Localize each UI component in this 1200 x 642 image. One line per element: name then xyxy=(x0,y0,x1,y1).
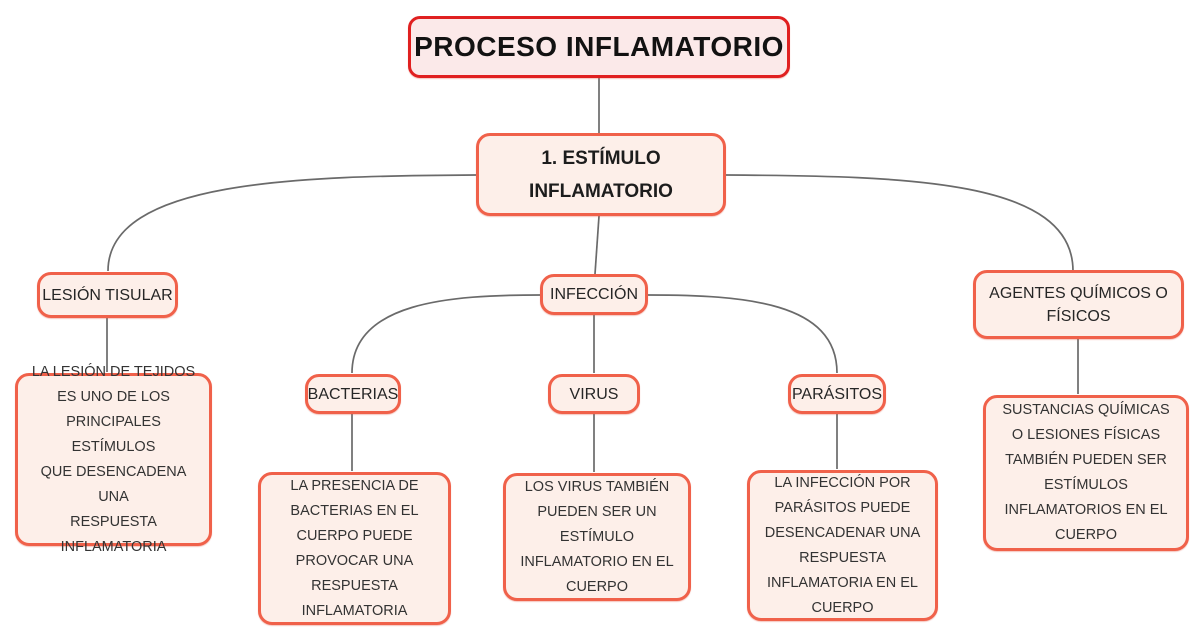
node-virus: VIRUS xyxy=(548,374,640,414)
node-agentes-quimicos-fisicos: AGENTES QUÍMICOS O FÍSICOS xyxy=(973,270,1184,339)
node-lesion-tisular: LESIÓN TISULAR xyxy=(37,272,178,318)
desc-agentes-quimicos-fisicos: SUSTANCIAS QUÍMICAS O LESIONES FÍSICAS T… xyxy=(983,395,1189,551)
desc-lesion-tisular: LA LESIÓN DE TEJIDOS ES UNO DE LOS PRINC… xyxy=(15,364,212,555)
node-infeccion: INFECCIÓN xyxy=(540,274,648,315)
node-bacterias: BACTERIAS xyxy=(305,374,401,414)
edge-estimulo-infeccion xyxy=(594,215,600,275)
desc-parasitos: LA INFECCIÓN POR PARÁSITOS PUEDE DESENCA… xyxy=(747,470,938,621)
edge-estimulo-lesion xyxy=(107,174,477,272)
desc-bacterias: LA PRESENCIA DE BACTERIAS EN EL CUERPO P… xyxy=(258,472,451,625)
node-proceso-inflamatorio: PROCESO INFLAMATORIO xyxy=(408,16,790,78)
edge-infeccion-parasitos xyxy=(647,294,838,374)
edge-infeccion-bacterias xyxy=(351,294,541,374)
desc-virus: LOS VIRUS TAMBIÉN PUEDEN SER UN ESTÍMULO… xyxy=(503,473,691,601)
node-estimulo-inflamatorio: 1. ESTÍMULO INFLAMATORIO xyxy=(476,133,726,216)
edge-estimulo-agentes xyxy=(725,174,1074,272)
node-parasitos: PARÁSITOS xyxy=(788,374,886,414)
